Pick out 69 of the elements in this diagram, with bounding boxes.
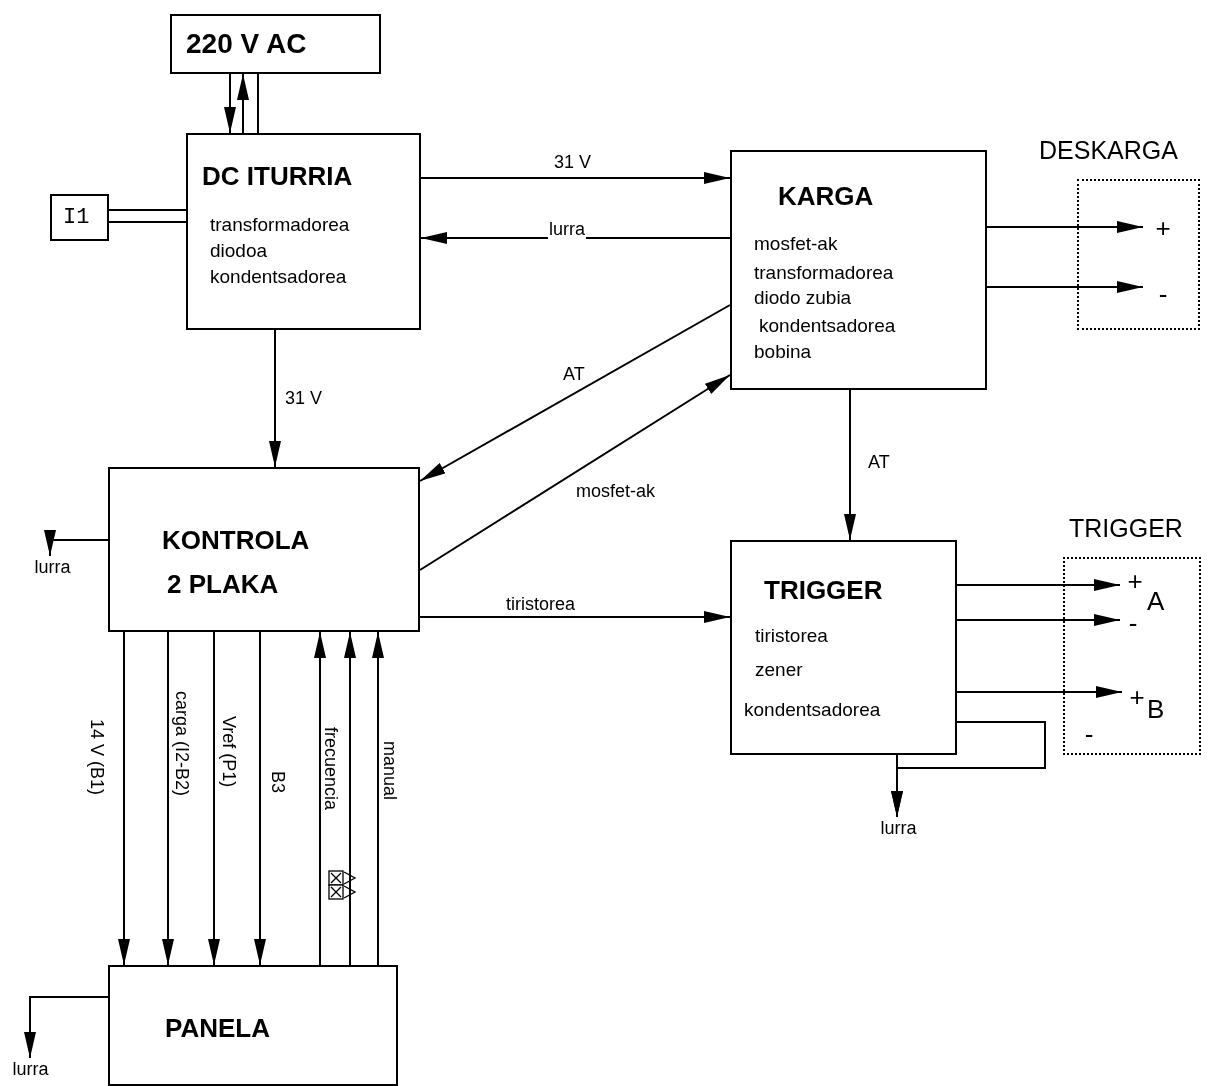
component-label: kondentsadorea: [210, 267, 347, 288]
arrow: [372, 631, 384, 966]
terminal-sign: -: [1078, 720, 1100, 748]
arrow: [956, 614, 1121, 626]
arrow: [162, 631, 174, 966]
edge-label: lurra: [548, 219, 586, 239]
edge-label: Vref (P1): [219, 715, 239, 789]
arrow: [419, 374, 731, 571]
component-label: mosfet-ak: [754, 234, 838, 255]
arrow: [419, 611, 731, 623]
ground-label: lurra: [30, 556, 75, 578]
arrow: [986, 281, 1144, 293]
block-box: [108, 965, 398, 1086]
arrow: [956, 686, 1123, 698]
arrow: [254, 631, 266, 966]
block-box: [730, 150, 987, 390]
arrow: [237, 73, 249, 134]
output-heading: TRIGGER: [1069, 515, 1183, 543]
block-title: 2 PLAKA: [167, 570, 279, 599]
component-label: transformadorea: [210, 215, 350, 236]
terminal-sign: +: [1120, 567, 1150, 595]
component-label: diodo zubia: [754, 288, 852, 309]
arrow: [24, 996, 109, 1059]
arrow: [891, 721, 1046, 818]
arrow: [314, 631, 326, 966]
terminal-sign: -: [1120, 609, 1146, 637]
arrow: [224, 73, 236, 134]
block-title: PANELA: [165, 1014, 270, 1043]
block-box: [50, 194, 109, 241]
block-title: TRIGGER: [764, 576, 883, 605]
edge-label: carga (I2-B2): [172, 690, 192, 798]
connector-line: [108, 209, 187, 211]
terminal-sign: -: [1143, 280, 1183, 310]
arrow: [208, 631, 220, 966]
arrow: [118, 631, 130, 966]
edge-label: 14 V (B1): [87, 718, 107, 797]
component-label: diodoa: [210, 241, 268, 262]
component-label: transformadorea: [754, 263, 894, 284]
component-label: tiristorea: [755, 626, 828, 647]
terminal-label: A: [1147, 587, 1165, 615]
ground-label: lurra: [876, 817, 921, 839]
arrow: [344, 631, 356, 966]
arrow: [420, 172, 731, 184]
arrow: [269, 329, 281, 468]
arrow: [419, 304, 731, 482]
connector-line: [257, 73, 259, 134]
component-label: kondentsadorea: [744, 700, 881, 721]
terminal-label: B: [1147, 695, 1165, 723]
connector-line: [108, 221, 187, 223]
block-title: KARGA: [778, 182, 874, 211]
block-title: KONTROLA: [162, 526, 310, 555]
arrow: [44, 530, 109, 557]
component-label: zener: [755, 660, 803, 681]
block-box: [186, 133, 421, 330]
arrow: [844, 389, 856, 541]
block-box: [170, 14, 381, 74]
block-box: [730, 540, 957, 755]
block-box: [108, 467, 420, 632]
ground-label: lurra: [8, 1058, 53, 1080]
arrow: [420, 232, 731, 244]
terminal-sign: +: [1143, 214, 1183, 244]
block-title: DC ITURRIA: [202, 162, 353, 191]
arrow: [986, 221, 1144, 233]
output-heading: DESKARGA: [1039, 137, 1178, 165]
switch-label: I1: [63, 206, 90, 231]
component-label: bobina: [754, 342, 812, 363]
arrow: [956, 579, 1121, 591]
component-label: kondentsadorea: [759, 316, 896, 337]
block-title: 220 V AC: [186, 29, 307, 60]
